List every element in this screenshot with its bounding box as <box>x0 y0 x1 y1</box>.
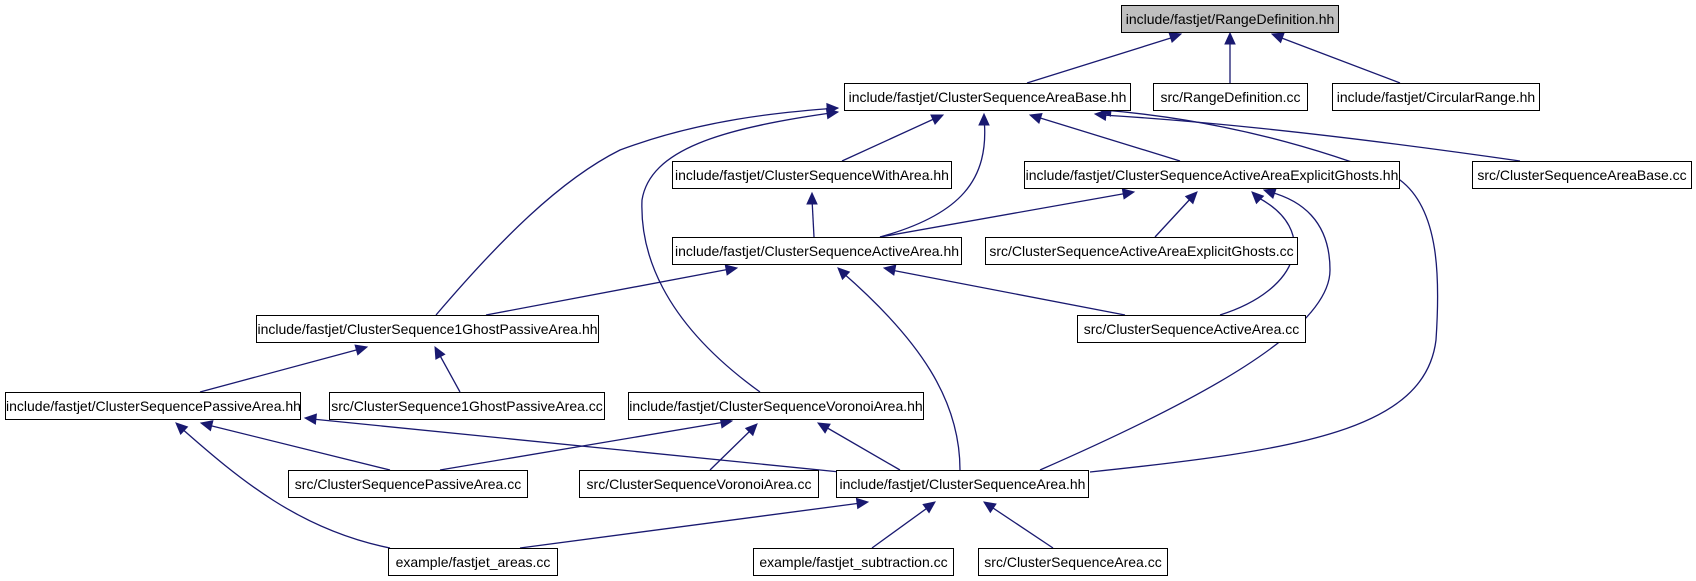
edge-explicitghostsh-to-areabase-arrowhead <box>1028 112 1043 124</box>
node-fastjet-areas-cc[interactable]: example/fastjet_areas.cc <box>388 548 558 576</box>
edge-fastjetsubtraction-to-areah <box>871 505 931 549</box>
edge-rangedefcc-to-rangedef-arrowhead <box>1224 31 1236 45</box>
edge-explicitghostscc-to-explicitghostsh-arrowhead <box>1184 191 1198 205</box>
edge-voronoicc-to-voronoih-arrowhead <box>744 423 758 437</box>
edge-activeareacc-to-activeareah <box>890 269 1126 316</box>
node-fastjet-subtraction-cc[interactable]: example/fastjet_subtraction.cc <box>753 548 954 576</box>
node-cluster-sequence-passive-area-hh[interactable]: include/fastjet/ClusterSequencePassiveAr… <box>5 392 301 420</box>
node-cluster-sequence-1ghost-passive-area-cc[interactable]: src/ClusterSequence1GhostPassiveArea.cc <box>329 392 605 420</box>
edge-areah-to-explicitghostsh <box>1039 191 1331 471</box>
node-cluster-sequence-active-area-hh[interactable]: include/fastjet/ClusterSequenceActiveAre… <box>672 237 962 265</box>
edge-activeareah-to-areabase <box>879 117 986 238</box>
edge-voronoih-to-areabase <box>641 111 839 393</box>
edge-passiveareah-to-1ghosth-arrowhead <box>354 344 369 356</box>
node-circular-range-hh[interactable]: include/fastjet/CircularRange.hh <box>1332 83 1540 111</box>
edge-1ghostcc-to-1ghosth-arrowhead <box>434 345 446 360</box>
edge-activeareah-to-explicitghostsh-arrowhead <box>1121 188 1136 200</box>
edge-areabasecc-to-areabase <box>1101 114 1521 162</box>
edge-1ghosth-to-areabase <box>435 107 839 316</box>
edge-areaccc-to-areah-arrowhead <box>982 501 997 514</box>
edge-circularrange-to-rangedef <box>1278 36 1401 84</box>
edge-areah-to-activeareah <box>841 271 961 471</box>
edge-areah-to-activeareah-arrowhead <box>837 267 851 281</box>
edge-activeareah-to-areabase-arrowhead <box>978 112 990 126</box>
edge-circularrange-to-rangedef-arrowhead <box>1270 32 1285 44</box>
edge-1ghosth-to-activeareah-arrowhead <box>724 264 739 276</box>
edge-areah-to-passiveareah-arrowhead <box>303 413 317 425</box>
edge-fastjetsubtraction-to-areah-arrowhead <box>922 501 936 514</box>
edge-withareah-to-areabase-arrowhead <box>930 114 945 125</box>
edge-activeareacc-to-explicitghostsh-arrowhead <box>1251 191 1265 205</box>
node-cluster-sequence-active-area-explicit-ghosts-hh[interactable]: include/fastjet/ClusterSequenceActiveAre… <box>1024 161 1400 189</box>
node-cluster-sequence-active-area-explicit-ghosts-cc[interactable]: src/ClusterSequenceActiveAreaExplicitGho… <box>985 237 1298 265</box>
edge-withareah-to-areabase <box>841 117 937 162</box>
edge-areabase-to-rangedef <box>1026 36 1175 84</box>
node-cluster-sequence-voronoi-area-cc[interactable]: src/ClusterSequenceVoronoiArea.cc <box>579 470 819 498</box>
edge-passiveareah-to-1ghosth <box>199 348 361 393</box>
edge-explicitghostscc-to-explicitghostsh <box>1154 196 1193 238</box>
node-cluster-sequence-passive-area-cc[interactable]: src/ClusterSequencePassiveArea.cc <box>288 470 528 498</box>
edge-passiveareacc-to-passiveareah-arrowhead <box>199 420 214 432</box>
edge-explicitghostsh-to-areabase <box>1036 116 1181 162</box>
edge-1ghostcc-to-1ghosth <box>437 351 461 393</box>
edge-areah-to-areabase <box>1089 109 1439 473</box>
edge-areaccc-to-areah <box>989 505 1054 549</box>
edge-areah-to-voronoih-arrowhead <box>816 422 831 434</box>
edge-1ghosth-to-activeareah <box>485 268 731 316</box>
edge-fastjetareas-to-areah-arrowhead <box>855 497 870 510</box>
edge-activeareah-to-explicitghostsh <box>879 192 1129 238</box>
edge-activeareah-to-withareah <box>811 198 815 238</box>
edge-areabase-to-rangedef-arrowhead <box>1168 31 1183 43</box>
edge-fastjetareas-to-passiveareah-arrowhead <box>175 422 189 436</box>
node-cluster-sequence-area-hh[interactable]: include/fastjet/ClusterSequenceArea.hh <box>836 470 1089 498</box>
edge-areah-to-voronoih <box>823 425 901 471</box>
node-cluster-sequence-1ghost-passive-area-hh[interactable]: include/fastjet/ClusterSequence1GhostPas… <box>256 315 599 343</box>
node-cluster-sequence-area-base-hh[interactable]: include/fastjet/ClusterSequenceAreaBase.… <box>844 83 1131 111</box>
edge-activeareah-to-withareah-arrowhead <box>806 191 818 205</box>
edge-areah-to-passiveareah <box>311 418 841 473</box>
edge-fastjetareas-to-areah <box>519 502 862 549</box>
node-cluster-sequence-active-area-cc[interactable]: src/ClusterSequenceActiveArea.cc <box>1077 315 1306 343</box>
edge-activeareacc-to-activeareah-arrowhead <box>882 264 897 276</box>
node-cluster-sequence-area-base-cc[interactable]: src/ClusterSequenceAreaBase.cc <box>1472 161 1692 189</box>
node-cluster-sequence-area-cc[interactable]: src/ClusterSequenceArea.cc <box>978 548 1168 576</box>
node-range-definition-cc[interactable]: src/RangeDefinition.cc <box>1153 83 1308 111</box>
node-cluster-sequence-voronoi-area-hh[interactable]: include/fastjet/ClusterSequenceVoronoiAr… <box>628 392 924 420</box>
node-range-definition-hh: include/fastjet/RangeDefinition.hh <box>1121 5 1339 33</box>
edge-voronoicc-to-voronoih <box>709 428 753 471</box>
edge-areabasecc-to-areabase-arrowhead <box>1093 109 1108 121</box>
edge-passiveareacc-to-passiveareah <box>207 424 391 471</box>
edge-passiveareacc-to-voronoih <box>439 421 726 471</box>
edge-fastjetareas-to-passiveareah <box>179 426 391 549</box>
edge-areah-to-explicitghostsh-arrowhead <box>1262 188 1277 200</box>
node-cluster-sequence-with-area-hh[interactable]: include/fastjet/ClusterSequenceWithArea.… <box>672 161 952 189</box>
edge-1ghosth-to-areabase-arrowhead <box>826 102 840 115</box>
